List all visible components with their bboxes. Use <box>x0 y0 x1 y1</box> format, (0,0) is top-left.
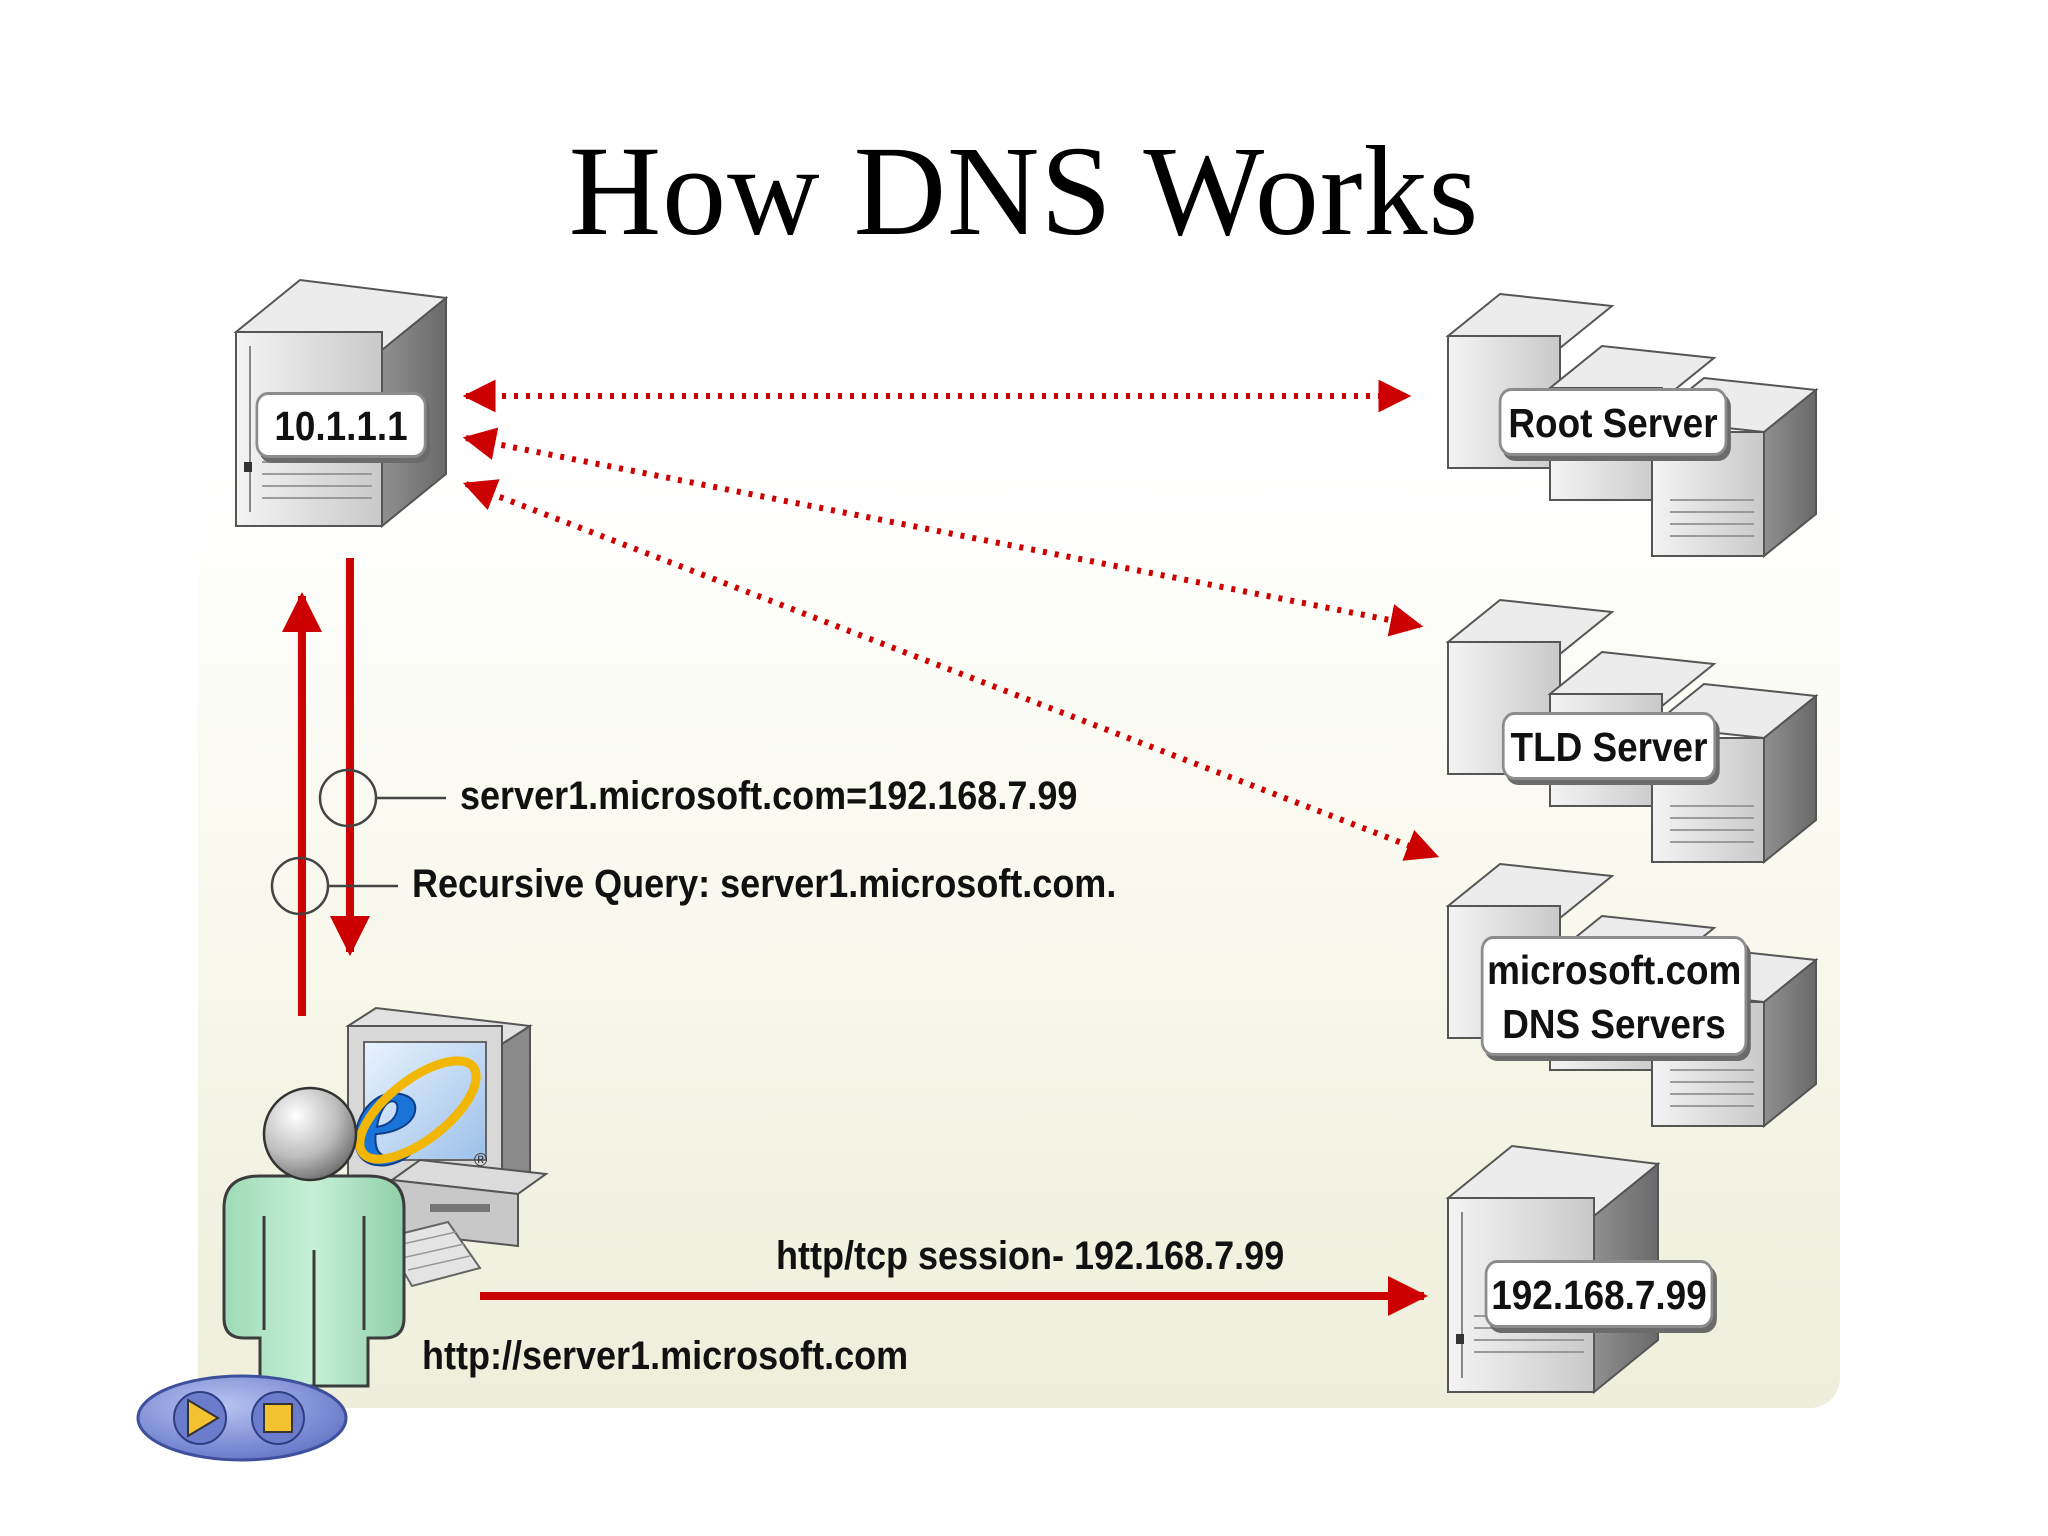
query-annotation: Recursive Query: server1.microsoft.com. <box>412 862 1117 906</box>
authoritative-server-line1: microsoft.com <box>1487 947 1742 993</box>
answer-annotation: server1.microsoft.com=192.168.7.99 <box>460 774 1078 818</box>
authoritative-server-label: microsoft.com DNS Servers <box>1480 936 1748 1056</box>
session-annotation: http/tcp session- 192.168.7.99 <box>776 1234 1285 1278</box>
authoritative-query-arrow <box>462 479 1440 861</box>
svg-text:e: e <box>352 1031 419 1197</box>
page-title: How DNS Works <box>568 120 1480 262</box>
url-annotation: http://server1.microsoft.com <box>422 1334 909 1378</box>
stop-icon[interactable] <box>251 1391 305 1445</box>
web-server-ip: 192.168.7.99 <box>1491 1272 1707 1318</box>
tld-server-name: TLD Server <box>1510 724 1708 770</box>
root-server-label: Root Server <box>1498 388 1728 456</box>
authoritative-server-line2: DNS Servers <box>1502 1001 1726 1047</box>
user-figure-icon <box>222 1086 406 1388</box>
tld-server-label: TLD Server <box>1501 712 1717 780</box>
root-server-name: Root Server <box>1508 400 1718 446</box>
resolver-ip: 10.1.1.1 <box>274 403 408 449</box>
svg-text:®: ® <box>474 1150 487 1170</box>
client-computer-icon <box>345 1006 549 1288</box>
media-controls <box>136 1374 348 1462</box>
ie-logo-icon: e ® <box>351 1030 487 1198</box>
resolver-label: 10.1.1.1 <box>255 392 427 458</box>
play-icon[interactable] <box>173 1391 227 1445</box>
web-server-label: 192.168.7.99 <box>1484 1260 1714 1328</box>
